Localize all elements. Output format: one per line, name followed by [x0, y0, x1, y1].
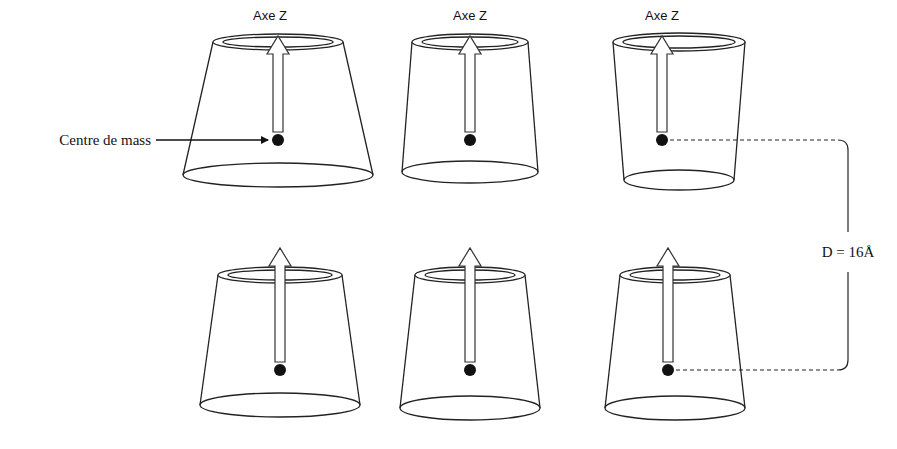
mass-centre-dot [464, 364, 476, 376]
axis-label: Axe Z [253, 8, 287, 24]
mass-centre-dot [656, 134, 668, 146]
mass-centre-dot [464, 134, 476, 146]
cone [402, 34, 538, 183]
cone [613, 33, 745, 190]
leader-arrow [156, 139, 268, 140]
axis-arrow [657, 248, 679, 362]
axis-arrow [459, 36, 481, 132]
axis-arrow [459, 248, 481, 362]
mass-centre-dot [274, 364, 286, 376]
cone [183, 34, 373, 187]
mass-centre-dot [272, 134, 284, 146]
axis-arrow [651, 36, 673, 132]
axis-label: Axe Z [453, 8, 487, 24]
callout-label: Centre de mass [59, 131, 151, 149]
mass-centre-dot [662, 364, 674, 376]
axis-arrow [267, 36, 289, 132]
axis-label: Axe Z [645, 8, 679, 24]
cone [605, 267, 745, 420]
dimension-label: D = 16Å [820, 243, 877, 261]
axis-arrow [269, 248, 291, 362]
